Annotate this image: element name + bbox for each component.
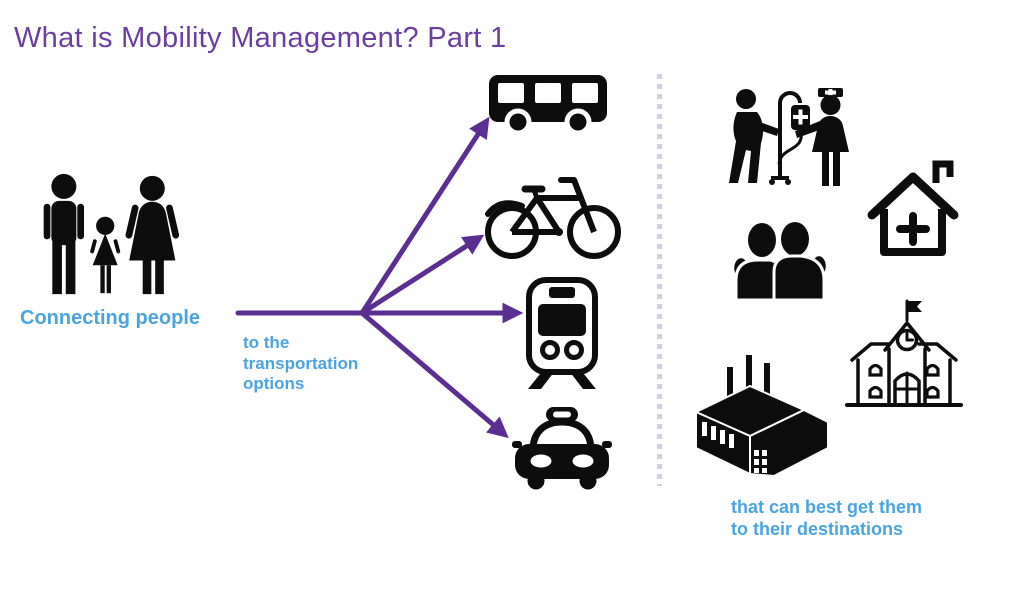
caption-text: Connecting people [20,307,200,329]
train-icon [526,277,598,389]
page-title: What is Mobility Management? Part 1 [14,22,507,54]
medical-home-icon [867,160,959,256]
bicycle-icon [485,177,621,259]
arrow-to-bus [359,116,490,316]
family-icon [43,173,180,295]
bus-icon [489,75,607,136]
caption-line: transportation [243,353,359,373]
taxi-icon [512,407,612,490]
factory-icon [693,353,829,478]
dotted-divider [657,74,662,486]
friends-icon [732,222,828,300]
caption-line: that can best get them [731,497,923,517]
school-icon [845,299,963,407]
caption-destinations: that can best get them to their destinat… [731,497,922,541]
arrow-to-taxi [359,310,509,439]
caption-transportation-options: to the transportation options [243,333,358,395]
patient-with-iv-and-nurse-icon [729,88,849,186]
caption-line: to the [243,333,290,352]
caption-line: to their destinations [731,518,904,539]
arrow-to-bicycle [359,234,485,316]
caption-connecting-people: Connecting people [20,306,200,330]
caption-line: options [243,374,305,394]
